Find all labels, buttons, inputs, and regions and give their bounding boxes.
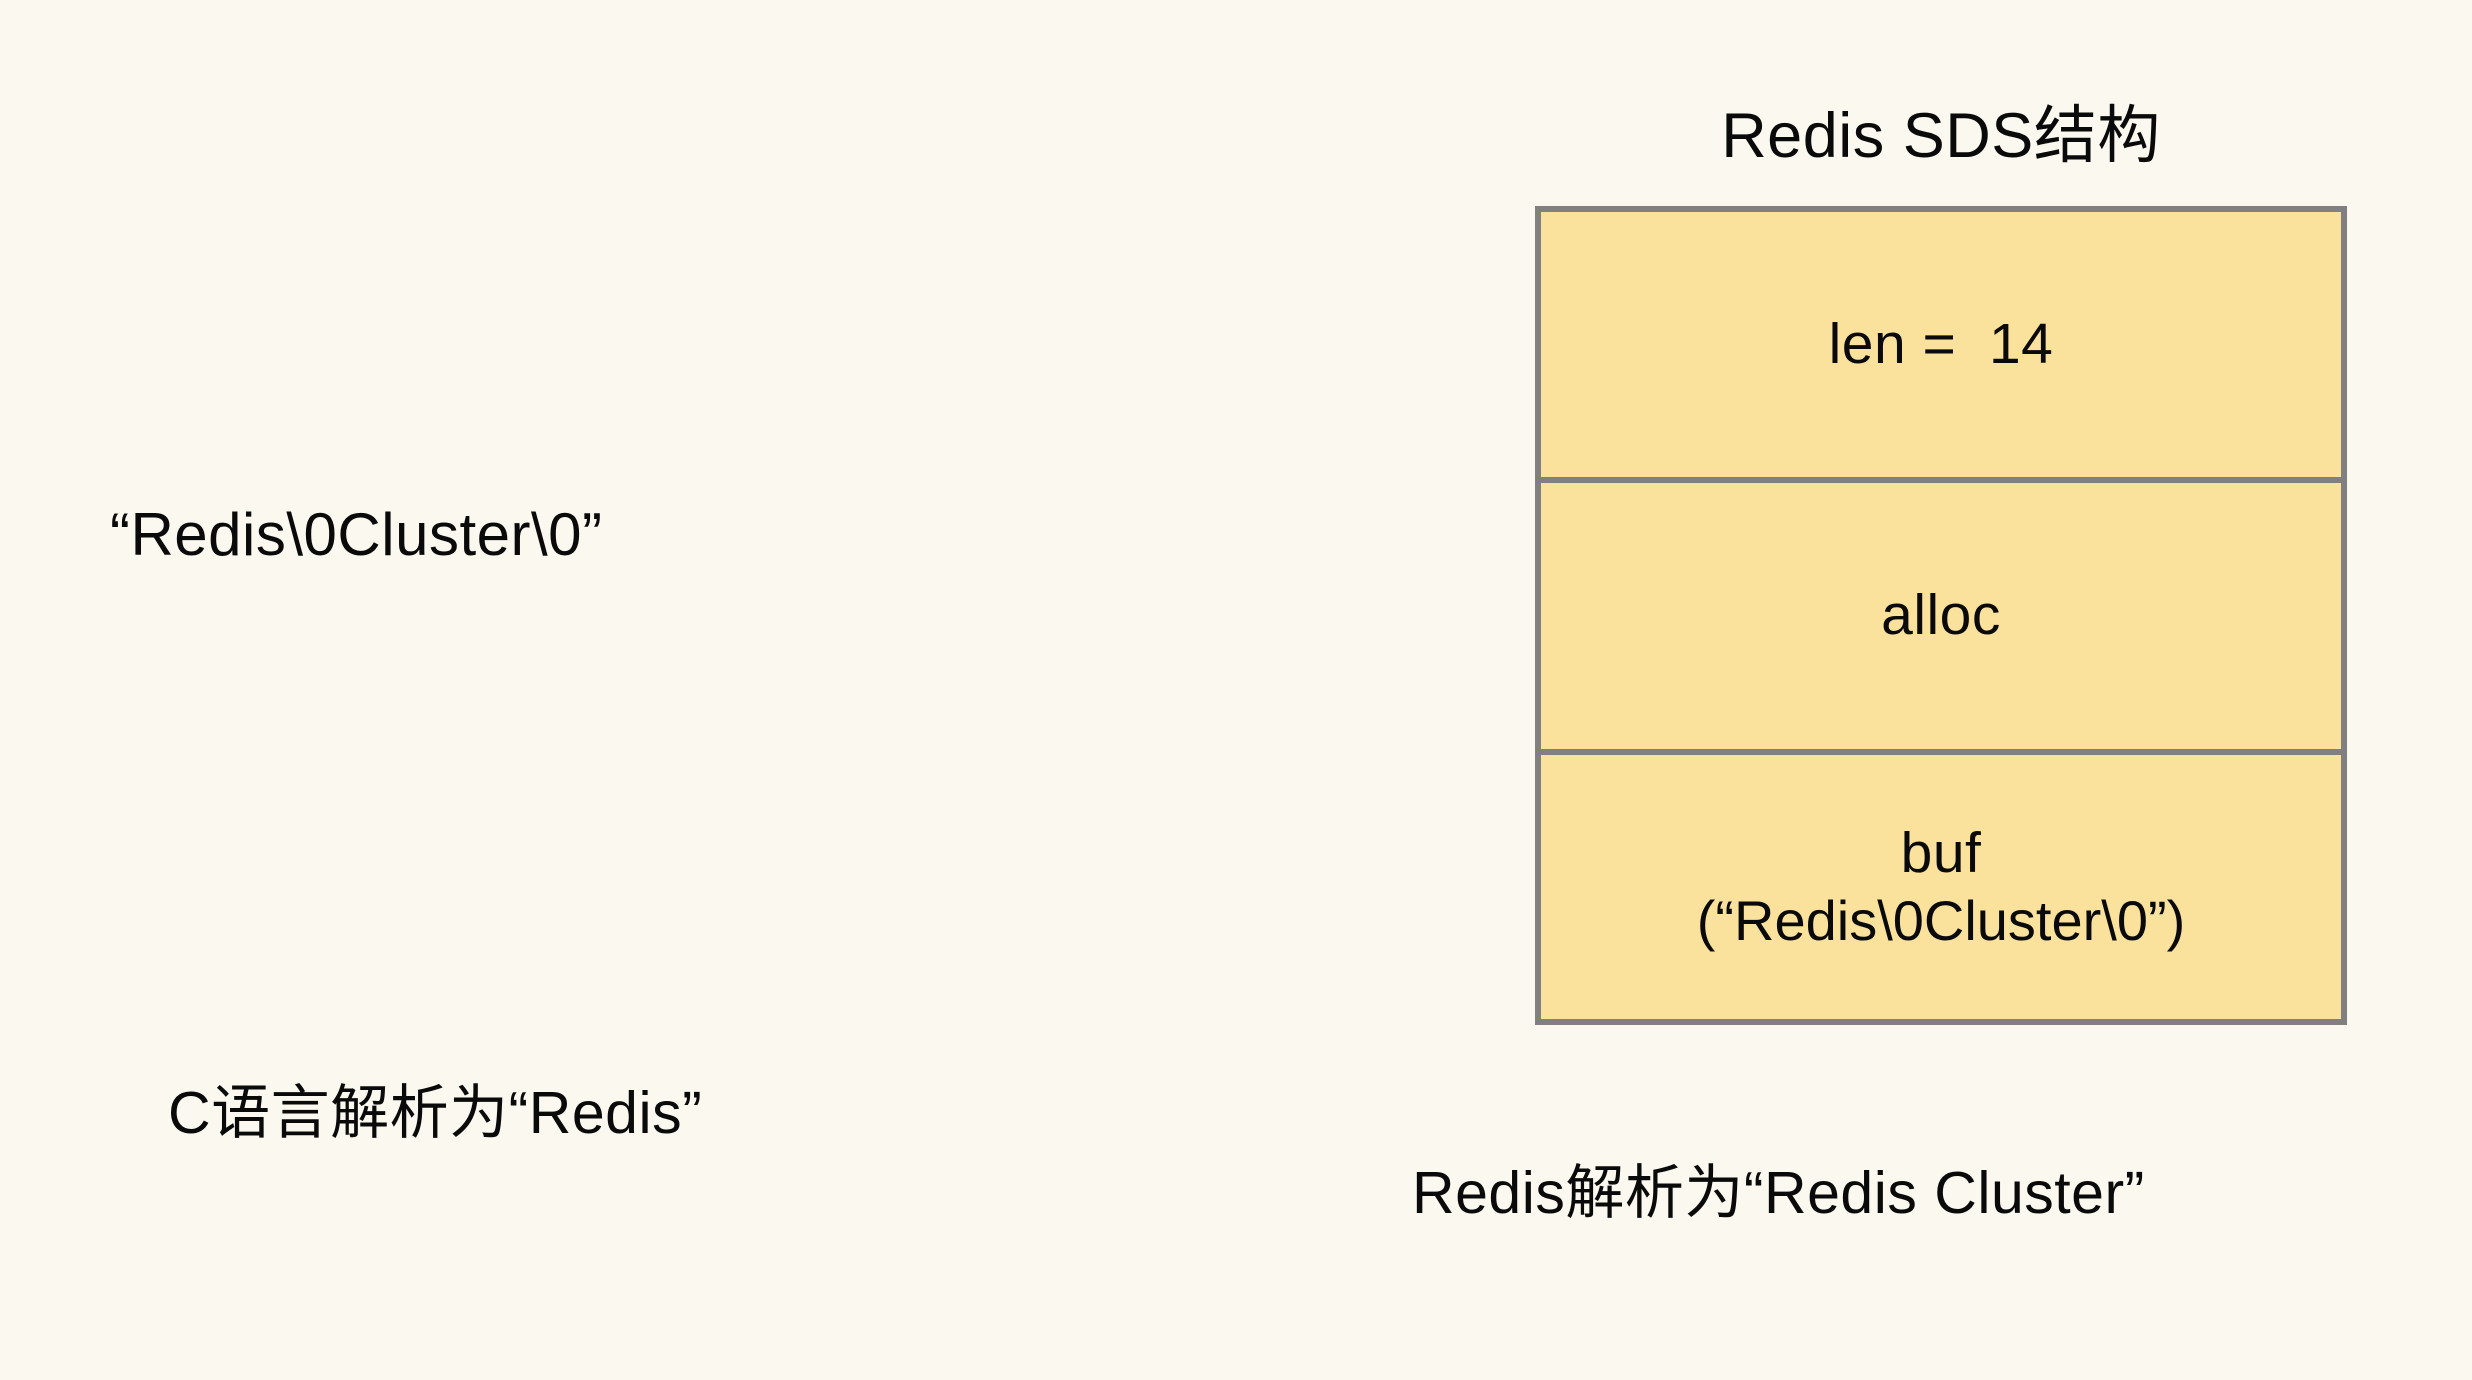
annotation-c-language-parse: C语言解析为“Redis” xyxy=(168,1080,703,1146)
sds-field-alloc: alloc xyxy=(1541,483,2341,755)
sds-field-buf-value: (“Redis\0Cluster\0”) xyxy=(1696,888,2186,952)
sds-field-buf: buf (“Redis\0Cluster\0”) xyxy=(1541,755,2341,1019)
annotation-raw-string: “Redis\0Cluster\0” xyxy=(110,501,603,568)
sds-field-len: len = 14 xyxy=(1541,212,2341,483)
sds-field-len-label: len = 14 xyxy=(1828,311,2054,376)
sds-struct-box: len = 14 alloc buf (“Redis\0Cluster\0”) xyxy=(1535,206,2347,1025)
page-title: Redis SDS结构 xyxy=(1721,101,2161,171)
annotation-redis-parse: Redis解析为“Redis Cluster” xyxy=(1412,1160,2145,1226)
sds-field-buf-label: buf xyxy=(1900,821,1982,886)
sds-field-alloc-label: alloc xyxy=(1881,583,2001,648)
